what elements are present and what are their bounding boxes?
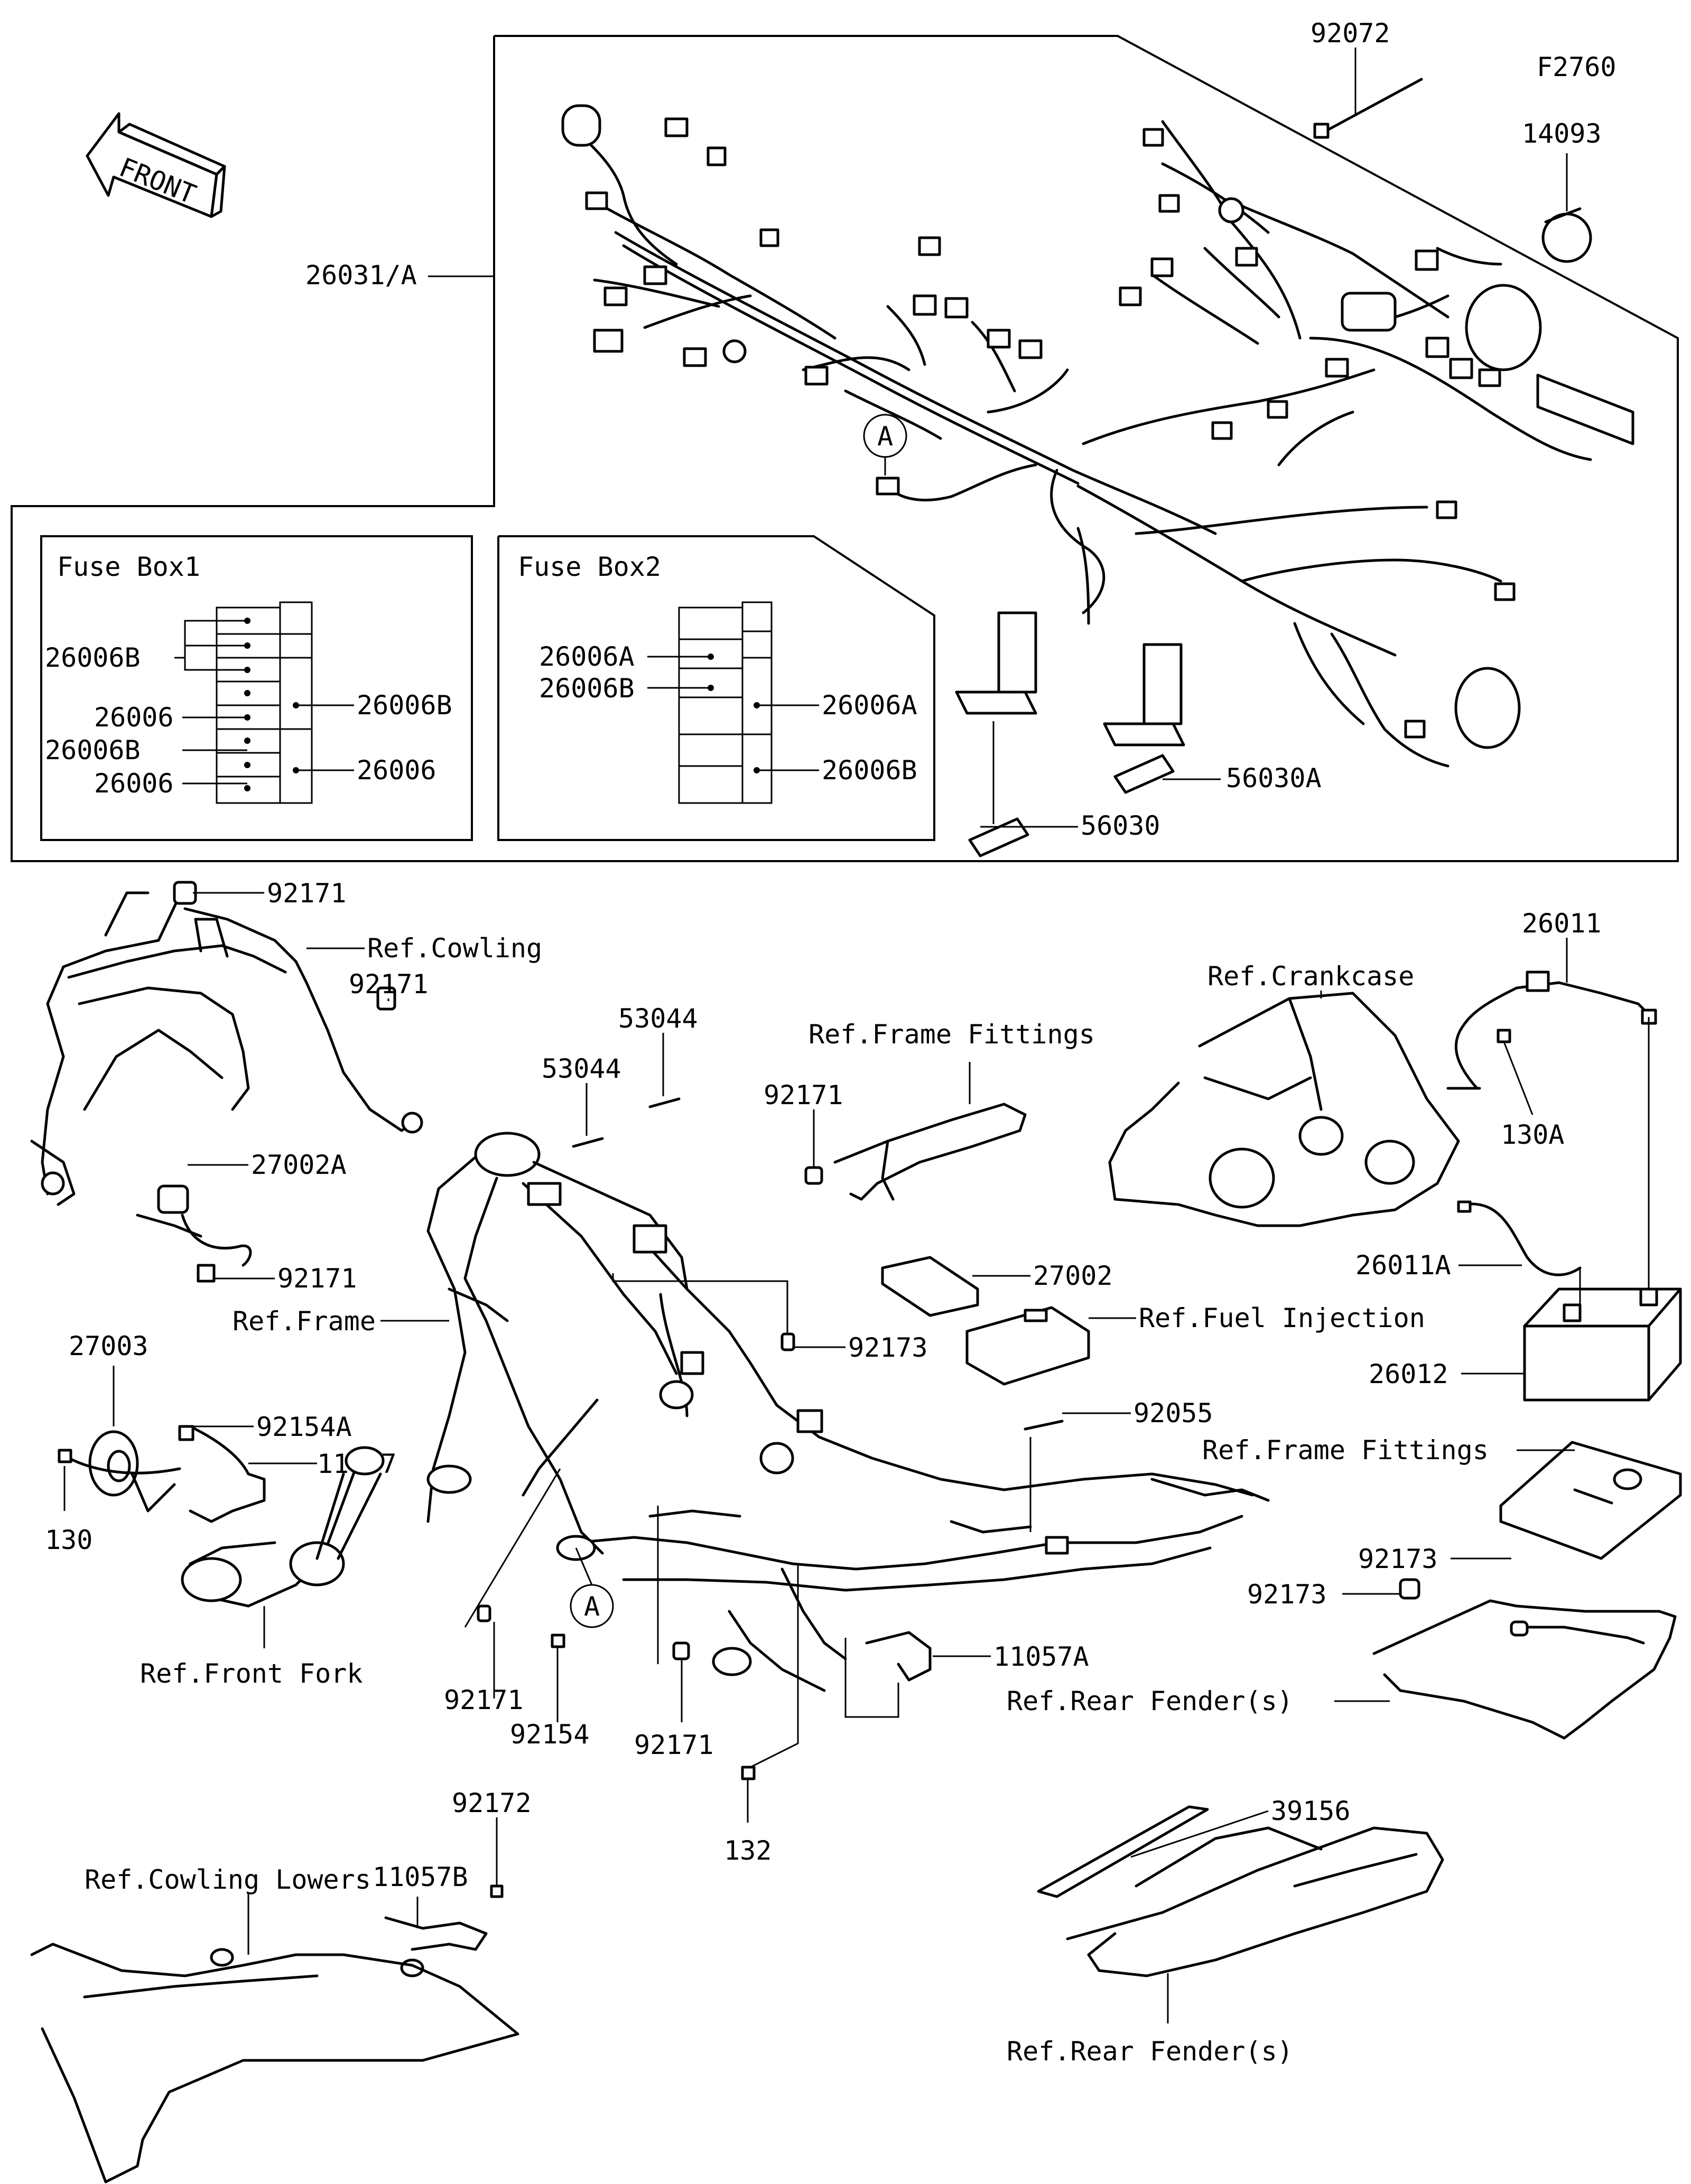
bolt-92172: [490, 1884, 504, 1898]
label-bolt-92172: 92172: [452, 1788, 532, 1818]
fuse-14093: [1541, 207, 1592, 263]
diagram-code: F2760: [1537, 52, 1616, 82]
label-relay: 27002A: [251, 1150, 347, 1180]
fb1-left-label-3: 26006B: [45, 735, 141, 766]
label-bolt-132: 132: [724, 1835, 772, 1866]
bracket-11057b: [384, 1916, 488, 1951]
ecu-drawing: [881, 1256, 1090, 1386]
label-bolt-a: 92154A: [256, 1412, 352, 1442]
fb1-left-label-4: 26006: [94, 768, 174, 799]
bolt-132: [741, 1766, 756, 1780]
cable-26011: [1446, 970, 1657, 1090]
connector-marker-a-lower: A: [570, 1547, 614, 1628]
fuse-box-2: Fuse Box2 26006A 26006B 26006A 26006B: [497, 535, 935, 841]
label-cable: 26011: [1522, 908, 1602, 939]
label-ref-rear-fender-2: Ref.Rear Fender(s): [1007, 2036, 1293, 2067]
label-bracket-a: 11057A: [993, 1641, 1089, 1672]
label-cap-1: 56030: [1081, 810, 1160, 841]
label-ref-frame-fittings-1: Ref.Frame Fittings: [809, 1019, 1095, 1050]
label-pad: 39156: [1271, 1796, 1351, 1826]
horn-drawing: [58, 1430, 181, 1513]
label-clip-2: 92171: [349, 969, 429, 1000]
fb2-right-label-1: 26006A: [822, 690, 917, 721]
cable-tie-92072: [1313, 78, 1423, 139]
fb2-left-label-1: 26006A: [539, 641, 635, 672]
cable-26011a: [1457, 1200, 1582, 1276]
main-harness-drawing: [561, 104, 1634, 857]
reflector-strips: [572, 1097, 681, 1148]
battery-case-drawing: [1372, 1578, 1677, 1740]
label-clip-3: 92171: [277, 1263, 357, 1294]
fb1-left-label-2: 26006: [94, 702, 174, 733]
label-ref-cowling: Ref.Cowling: [367, 933, 542, 964]
bracket-11057a: [865, 1631, 932, 1682]
svg-text:A: A: [584, 1591, 600, 1622]
connector-marker-a: A: [863, 414, 907, 475]
fb2-left-label-2: 26006B: [539, 673, 635, 704]
front-fork-drawing: [181, 1446, 385, 1608]
cowling-lowers-drawing: [30, 1943, 519, 2183]
label-clip-5: 92173: [848, 1332, 928, 1363]
label-clip-9: 92173: [1247, 1579, 1327, 1610]
harness-region-outline: [11, 35, 1679, 862]
svg-text:A: A: [877, 421, 893, 452]
frame-fittings-1-drawing: [804, 1103, 1027, 1201]
fb1-right-label-2: 26006: [357, 755, 436, 786]
label-strip-1: 53044: [542, 1053, 621, 1084]
fuse-box-1-title: Fuse Box1: [57, 552, 200, 582]
label-cap-2: 56030A: [1226, 763, 1322, 794]
label-harness: 26031/A: [305, 260, 417, 291]
label-bolt-130: 130: [45, 1525, 92, 1555]
label-ref-cowling-lowers: Ref.Cowling Lowers: [85, 1864, 371, 1895]
fb1-left-label-1: 26006B: [45, 642, 141, 673]
label-clip-4: 92171: [764, 1080, 843, 1110]
label-ref-fuel-injection: Ref.Fuel Injection: [1139, 1303, 1425, 1333]
label-strap: 92055: [1133, 1398, 1213, 1429]
label-cable-tie: 92072: [1311, 18, 1390, 49]
crankcase-drawing: [1108, 992, 1460, 1227]
horn-bracket-drawing: [178, 1425, 266, 1523]
clip-92173-frame: [781, 1332, 795, 1351]
label-clip-6: 92171: [444, 1685, 524, 1715]
label-ref-front-fork: Ref.Front Fork: [140, 1658, 363, 1689]
label-fuse: 14093: [1522, 118, 1602, 149]
rear-fender-drawing: [1037, 1805, 1444, 1977]
strap-92055: [1024, 1420, 1064, 1431]
label-clip-top: 92171: [267, 878, 347, 909]
label-clip-7: 92171: [634, 1730, 714, 1760]
label-ref-frame-fittings-2: Ref.Frame Fittings: [1202, 1435, 1489, 1466]
label-horn: 27003: [69, 1331, 148, 1361]
clip-92171-b: [672, 1641, 690, 1660]
label-strip-2: 53044: [618, 1003, 698, 1034]
front-arrow-icon: FRONT: [86, 112, 226, 218]
label-ref-crankcase: Ref.Crankcase: [1207, 961, 1414, 992]
battery-drawing: [1523, 1287, 1682, 1402]
label-ref-rear-fender-1: Ref.Rear Fender(s): [1007, 1686, 1293, 1716]
label-cable-a: 26011A: [1355, 1250, 1451, 1281]
bolt-130a: [1497, 1029, 1511, 1043]
label-battery: 26012: [1369, 1359, 1448, 1389]
cowling-stay-drawing: [30, 881, 423, 1283]
fb1-right-label-1: 26006B: [357, 690, 452, 721]
fb2-right-label-2: 26006B: [822, 755, 917, 786]
label-bracket-b: 11057B: [373, 1862, 468, 1892]
label-clip-8: 92173: [1358, 1544, 1438, 1574]
fuse-box-1: Fuse Box1 26006B 26006 26006B 2600: [40, 535, 473, 841]
label-bolt-92154: 92154: [510, 1719, 590, 1750]
frame-fittings-2-drawing: [1499, 1441, 1682, 1560]
label-ref-frame: Ref.Frame: [233, 1306, 376, 1337]
label-bolt-130a: 130A: [1501, 1119, 1564, 1150]
fuse-box-2-title: Fuse Box2: [518, 552, 661, 582]
label-ecu: 27002: [1033, 1261, 1113, 1291]
clip-92171-a: [477, 1604, 491, 1622]
main-frame-drawing: [426, 1132, 1270, 1692]
bolt-92154: [551, 1634, 565, 1648]
